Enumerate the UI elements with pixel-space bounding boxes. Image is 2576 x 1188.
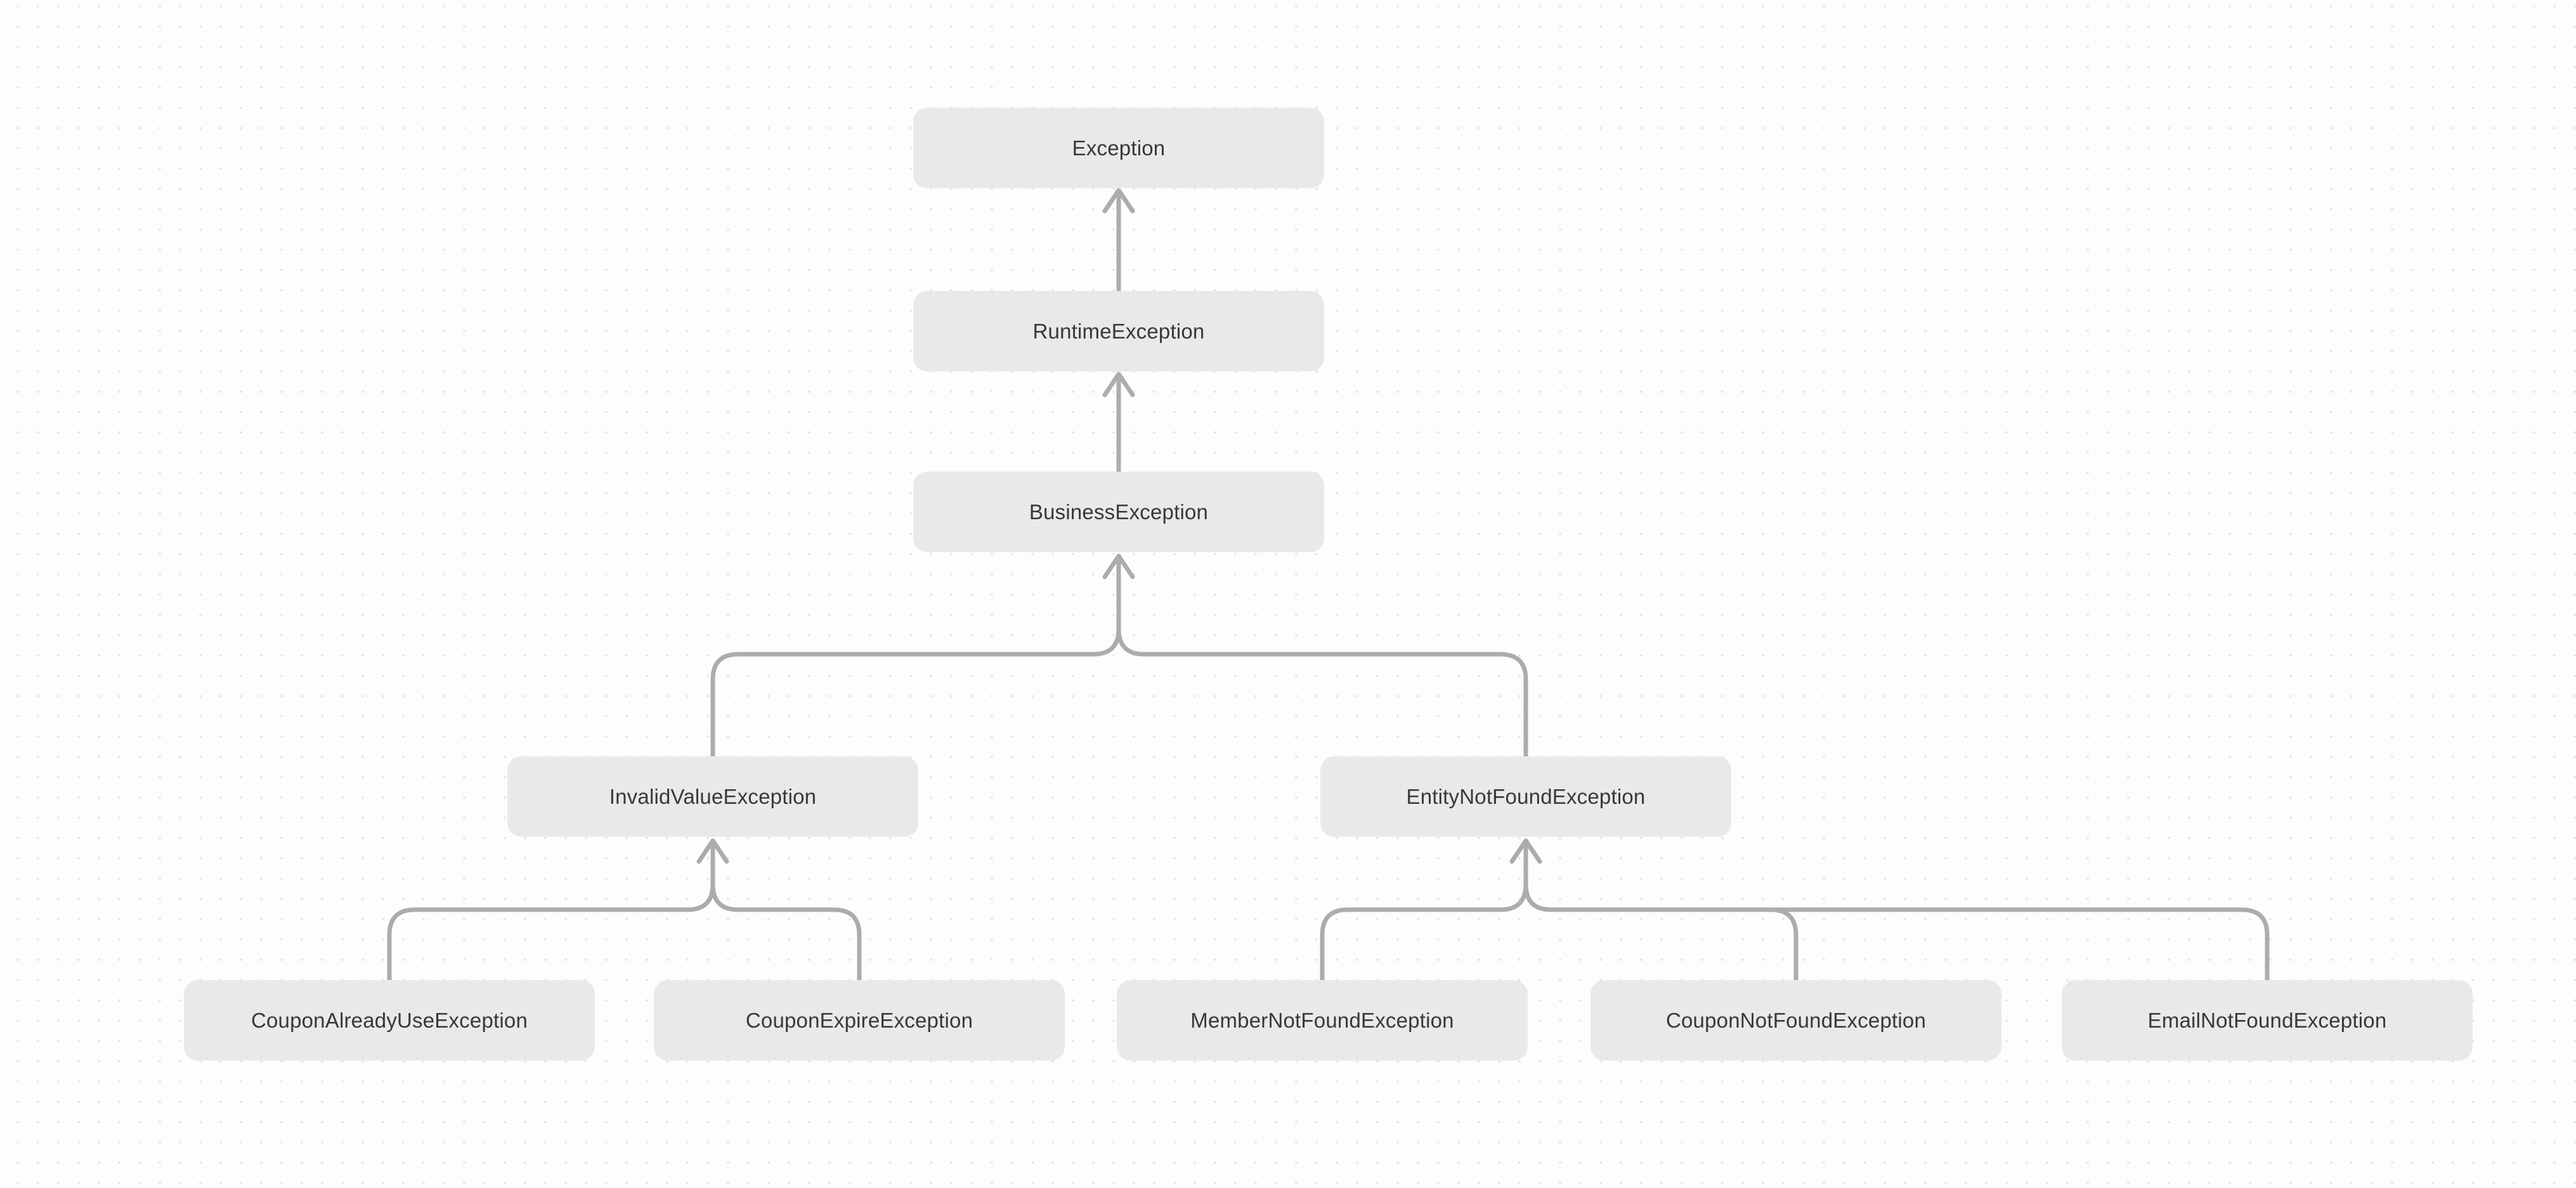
- arrowhead-into-entitynotfoundexception: [1509, 838, 1542, 864]
- edge-couponexpireexception-to-invalidvalueexception: [710, 844, 862, 983]
- node-coupon-already-use-exception[interactable]: CouponAlreadyUseException: [184, 980, 595, 1061]
- node-member-not-found-exception-label: MemberNotFoundException: [1190, 1008, 1454, 1032]
- node-email-not-found-exception[interactable]: EmailNotFoundException: [2062, 980, 2473, 1061]
- arrowhead-into-exception: [1102, 188, 1135, 214]
- arrowhead-into-invalidvalueexception: [696, 838, 729, 864]
- node-invalid-value-exception[interactable]: InvalidValueException: [507, 756, 918, 837]
- node-runtime-exception[interactable]: RuntimeException: [913, 291, 1324, 371]
- node-email-not-found-exception-label: EmailNotFoundException: [2147, 1008, 2387, 1032]
- node-member-not-found-exception[interactable]: MemberNotFoundException: [1117, 980, 1528, 1061]
- node-business-exception-label: BusinessException: [1029, 500, 1209, 524]
- edge-couponalreadyuseexception-to-invalidvalueexception: [387, 844, 715, 983]
- node-exception[interactable]: Exception: [913, 108, 1324, 188]
- node-coupon-not-found-exception-label: CouponNotFoundException: [1665, 1008, 1927, 1032]
- node-invalid-value-exception-label: InvalidValueException: [609, 784, 817, 808]
- node-coupon-not-found-exception[interactable]: CouponNotFoundException: [1590, 980, 2001, 1061]
- edge-membernotfoundexception-to-entitynotfoundexception: [1320, 844, 1528, 983]
- edge-invalidvalueexception-to-businessexception: [710, 560, 1121, 759]
- edge-emailnotfoundexception-to-entitynotfoundexception: [1523, 844, 2270, 983]
- arrowhead-into-businessexception: [1102, 553, 1135, 579]
- node-coupon-already-use-exception-label: CouponAlreadyUseException: [250, 1008, 528, 1032]
- edge-couponnotfoundexception-to-entitynotfoundexception: [1523, 844, 1799, 983]
- node-coupon-expire-exception[interactable]: CouponExpireException: [654, 980, 1065, 1061]
- arrowhead-into-runtimeexception: [1102, 371, 1135, 397]
- node-entity-not-found-exception-label: EntityNotFoundException: [1406, 784, 1646, 808]
- node-runtime-exception-label: RuntimeException: [1032, 319, 1205, 343]
- node-entity-not-found-exception[interactable]: EntityNotFoundException: [1320, 756, 1731, 837]
- edge-entitynotfoundexception-to-businessexception: [1116, 560, 1528, 759]
- node-exception-label: Exception: [1072, 136, 1166, 160]
- node-coupon-expire-exception-label: CouponExpireException: [745, 1008, 973, 1032]
- node-business-exception[interactable]: BusinessException: [913, 472, 1324, 552]
